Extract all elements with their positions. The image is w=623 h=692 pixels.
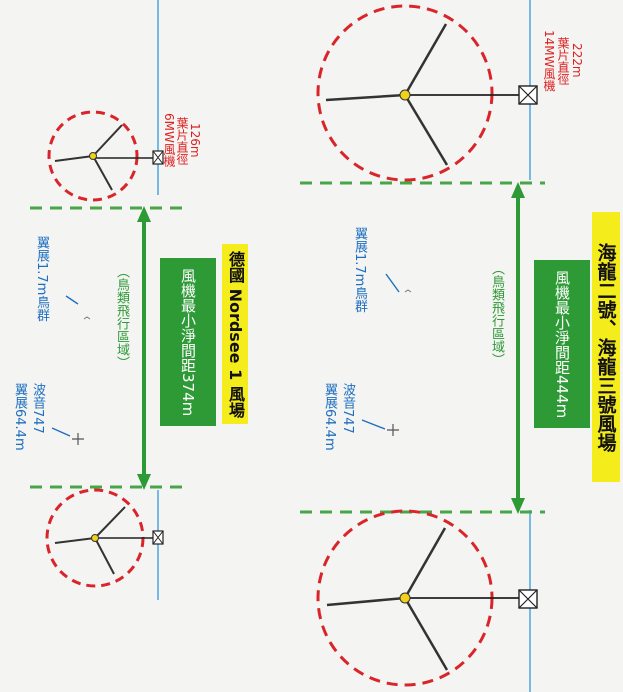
turbine-label-6mw: 6MW風機 [162, 113, 176, 167]
plane-icon [387, 424, 399, 436]
plane-model-label: 波音747 [30, 383, 45, 434]
plane-wingspan-label: 翼展64.4m [322, 383, 337, 451]
turbine-label-14mw: 222m [570, 43, 584, 78]
turbine-label-6mw: 126m [188, 123, 202, 158]
turbine-label-line: 葉片直徑 [175, 117, 189, 165]
turbine-6mw-lower [45, 488, 164, 588]
turbine-label-6mw: 葉片直徑 [175, 117, 189, 165]
distance-box-value: 374m [179, 372, 197, 417]
distance-box-title: 風機最小淨間距 [553, 269, 571, 375]
pointer-arrow [51, 427, 71, 437]
distance-box-title: 風機最小淨間距 [179, 267, 197, 373]
turbine-6mw-upper [47, 110, 164, 202]
turbine-14mw-lower [316, 509, 538, 687]
distance-arrow-top [137, 206, 151, 490]
pointer-arrow [361, 419, 386, 430]
bird-flock-label: 翼展1.7m鳥群 [352, 227, 367, 313]
turbine-label-14mw: 葉片直徑 [556, 37, 570, 85]
distance-box-374m: 風機最小淨間距 374m [160, 258, 216, 426]
bird-flock-label: 翼展1.7m鳥群 [34, 236, 49, 322]
plane-model-label: 波音747 [340, 383, 355, 434]
pointer-arrow [65, 295, 79, 305]
distance-box-value: 444m [553, 374, 571, 419]
bird-zone-label: （鳥類飛行區域） [489, 262, 504, 366]
farm-banner-hailong: 海龍二號、海龍三號風場 [592, 212, 620, 482]
distance-arrow-bottom [511, 182, 525, 514]
distance-box-444m: 風機最小淨間距 444m [534, 260, 590, 428]
pointer-arrow [385, 273, 400, 293]
turbine-label-line: 126m [188, 123, 202, 158]
plane-wingspan-label: 翼展64.4m [12, 383, 27, 451]
plane-icon [72, 433, 84, 445]
farm-banner-nordsee: 德國 Nordsee 1 風場 [222, 244, 248, 424]
bird-icon [404, 289, 412, 293]
turbine-label-14mw: 14MW風機 [542, 30, 556, 92]
bird-zone-label: （鳥類飛行區域） [114, 265, 129, 369]
bird-icon [83, 316, 91, 320]
turbine-label-line: 6MW風機 [162, 113, 176, 167]
turbine-14mw-upper [316, 4, 538, 182]
